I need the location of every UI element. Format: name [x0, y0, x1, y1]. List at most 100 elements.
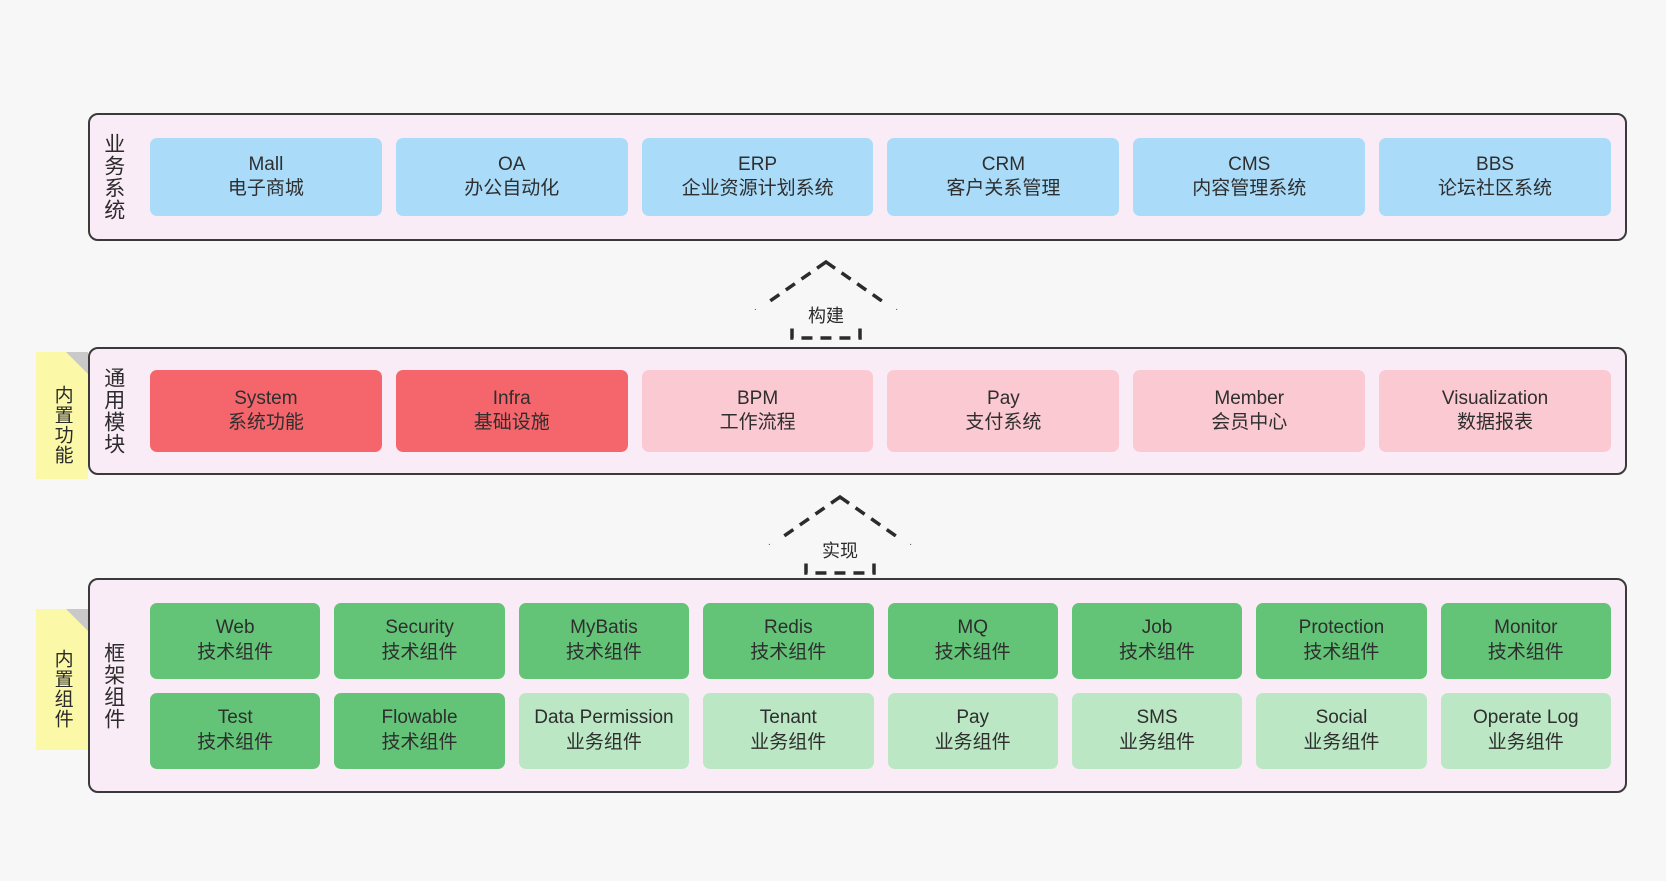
card-title-en: BPM	[736, 387, 779, 409]
business-card-bbs[interactable]: BBS 论坛社区系统	[1379, 138, 1611, 216]
module-card-system[interactable]: System 系统功能	[150, 370, 382, 452]
builtin-function-note-label: 内置功能	[51, 384, 73, 465]
card-title-cn: 办公自动化	[464, 178, 560, 199]
card-title-en: Data Permission	[534, 707, 674, 729]
common-module-layer: 通用模块 System 系统功能 Infra 基础设施 BPM 工作流程 Pay 支付系统 Me…	[88, 347, 1627, 475]
card-title-en: MQ	[957, 617, 988, 639]
module-card-bpm[interactable]: BPM 工作流程	[641, 370, 874, 452]
card-title-cn: 业务组件	[565, 731, 642, 753]
card-title-en: SMS	[1136, 707, 1178, 729]
card-title-en: Pay	[987, 387, 1020, 409]
business-system-layer: 业务系统 Mall 电子商城 OA 办公自动化 ERP 企业资源计划系统 CRM 客户关系管理…	[88, 113, 1627, 241]
card-title-en: Member	[1214, 387, 1285, 409]
card-title-cn: 技术组件	[565, 641, 642, 663]
card-title-cn: 基础设施	[473, 412, 550, 433]
card-title-cn: 技术组件	[381, 641, 458, 663]
card-title-en: Security	[385, 617, 454, 639]
module-card-pay[interactable]: Pay 支付系统	[887, 370, 1120, 452]
card-title-cn: 业务组件	[1487, 731, 1564, 753]
card-title-cn: 技术组件	[381, 731, 458, 753]
card-title-en: Visualization	[1441, 387, 1549, 409]
business-card-cms[interactable]: CMS 内容管理系统	[1133, 138, 1366, 216]
card-title-cn: 业务组件	[934, 731, 1011, 753]
business-card-mall[interactable]: Mall 电子商城	[150, 138, 382, 216]
card-title-en: System	[234, 387, 298, 409]
build-arrow-label: 构建	[756, 302, 896, 328]
card-title-cn: 业务组件	[1119, 731, 1196, 753]
card-title-en: Mall	[248, 153, 284, 175]
card-title-en: Tenant	[759, 707, 817, 729]
card-title-cn: 内容管理系统	[1192, 178, 1307, 199]
card-title-cn: 技术组件	[750, 641, 827, 663]
module-card-infra[interactable]: Infra 基础设施	[395, 370, 628, 452]
card-title-cn: 数据报表	[1457, 412, 1534, 433]
card-title-cn: 技术组件	[197, 731, 274, 753]
card-title-cn: 技术组件	[197, 641, 274, 663]
card-title-en: Job	[1141, 617, 1173, 639]
business-card-erp[interactable]: ERP 企业资源计划系统	[641, 138, 874, 216]
card-title-en: CRM	[981, 153, 1026, 175]
card-title-en: Protection	[1298, 617, 1385, 639]
card-title-en: ERP	[738, 153, 778, 175]
card-title-cn: 技术组件	[1303, 641, 1380, 663]
card-title-en: Operate Log	[1472, 707, 1579, 729]
card-title-cn: 论坛社区系统	[1438, 178, 1553, 199]
card-title-cn: 电子商城	[227, 178, 304, 199]
card-title-cn: 技术组件	[1487, 641, 1564, 663]
card-title-en: OA	[498, 153, 526, 175]
card-title-cn: 客户关系管理	[946, 178, 1061, 199]
card-title-en: Pay	[956, 707, 990, 729]
card-title-cn: 业务组件	[750, 731, 827, 753]
framework-component-layer-title: 框架组件	[101, 641, 125, 730]
card-title-cn: 业务组件	[1303, 731, 1380, 753]
card-title-en: Social	[1315, 707, 1368, 729]
card-title-en: Redis	[764, 617, 813, 639]
card-title-en: Infra	[492, 387, 531, 409]
builtin-component-note-label: 内置组件	[51, 648, 73, 729]
card-title-cn: 技术组件	[1119, 641, 1196, 663]
implement-arrow-label: 实现	[770, 537, 910, 563]
card-title-en: Test	[217, 707, 253, 729]
card-title-cn: 支付系统	[965, 412, 1042, 433]
card-title-en: MyBatis	[570, 617, 638, 639]
card-title-cn: 系统功能	[227, 412, 304, 433]
card-title-cn: 企业资源计划系统	[681, 178, 834, 199]
implement-arrow: 实现	[768, 493, 912, 577]
business-card-crm[interactable]: CRM 客户关系管理	[887, 138, 1120, 216]
card-title-cn: 工作流程	[719, 412, 796, 433]
card-title-en: CMS	[1228, 153, 1271, 175]
business-system-layer-title: 业务系统	[101, 133, 125, 221]
card-title-en: Monitor	[1494, 617, 1558, 639]
card-title-en: Flowable	[381, 707, 458, 729]
business-card-oa[interactable]: OA 办公自动化	[395, 138, 628, 216]
card-title-cn: 技术组件	[934, 641, 1011, 663]
business-system-card-row: Mall 电子商城 OA 办公自动化 ERP 企业资源计划系统 CRM 客户关系管理 CMS 内容…	[136, 115, 1625, 239]
common-module-layer-title: 通用模块	[101, 367, 125, 455]
card-title-en: BBS	[1476, 153, 1515, 175]
module-card-visualization[interactable]: Visualization 数据报表	[1379, 370, 1611, 452]
builtin-component-note: 内置组件	[36, 609, 88, 750]
builtin-function-note: 内置功能	[36, 352, 88, 479]
